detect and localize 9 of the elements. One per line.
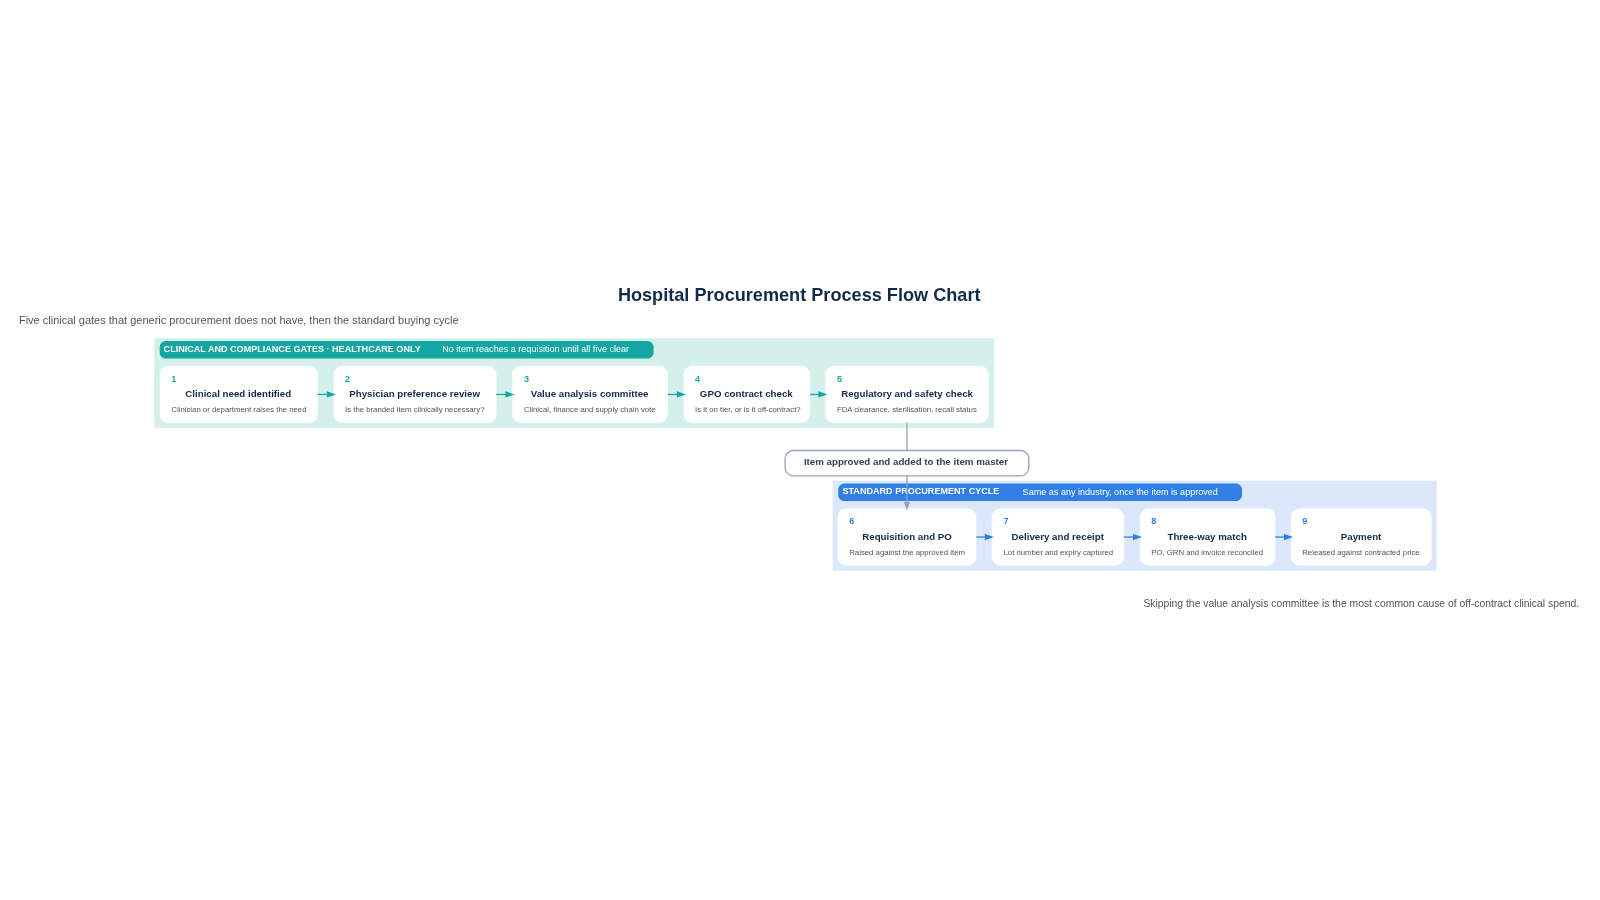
- label: Five clinical gates that generic procurement does not have, then the standard buying cycle: [18, 313, 459, 326]
- caption: Skipping the value analysis committee is the most common cause of off-contract clinical spend.: [1143, 597, 1580, 609]
- diagram-title: Hospital Procurement Process Flow Chart: [617, 284, 981, 305]
- arrow: [975, 533, 994, 540]
- node-box: Item approved and added to the item master: [784, 449, 1030, 476]
- arrow: [1123, 533, 1143, 540]
- arrow: [1274, 533, 1294, 540]
- arrow: [903, 474, 911, 511]
- connector: [906, 421, 908, 451]
